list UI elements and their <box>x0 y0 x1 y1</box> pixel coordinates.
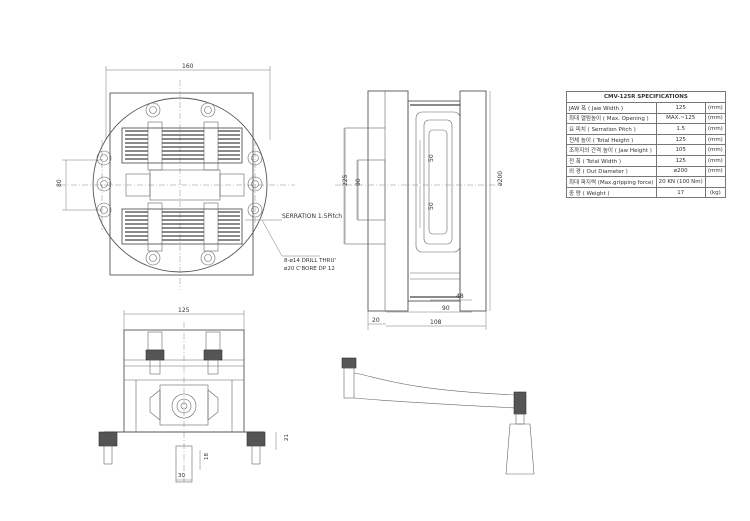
spec-row: 요 피치 ( Serration Pitch )1.5(mm) <box>566 123 726 135</box>
spec-row: 외 경 ( Out Diameter )ø200(mm) <box>566 165 726 178</box>
spec-row: 조까지의 간격 높이 ( Jaw Height )105(mm) <box>566 144 726 156</box>
spec-unit: (mm) <box>704 123 726 135</box>
spec-unit: (mm) <box>704 133 726 146</box>
spec-label: 외 경 ( Out Diameter ) <box>566 165 657 178</box>
spec-value: ø200 <box>655 165 706 178</box>
front-30-dim: 30 <box>178 473 185 479</box>
side-90-dim: 90 <box>355 178 362 186</box>
spec-value: MAX.~125 <box>655 112 706 125</box>
spec-row: 최대 열림높이 ( Max. Opening )MAX.~125(mm) <box>566 112 726 125</box>
side-50-dim: 50 <box>428 154 435 162</box>
front-21-dim: 21 <box>284 434 290 441</box>
spec-label: 최대 파지력 (Max.gripping force) <box>566 176 657 188</box>
spec-unit: (kg) <box>704 186 726 199</box>
spec-unit: (mm) <box>704 102 726 114</box>
spec-label: JAW 폭 ( Jaw Width ) <box>566 102 657 114</box>
front-width-dim: 125 <box>178 307 190 314</box>
spec-table-header: CMV-125R SPECIFICATIONS <box>566 91 726 103</box>
side-20-dim: 20 <box>372 317 380 324</box>
spec-label: 전체 높이 ( Total Height ) <box>566 133 657 146</box>
spec-unit: (mm) <box>704 165 726 178</box>
spec-value: 17 <box>655 186 706 199</box>
spec-unit <box>704 176 726 188</box>
crank-handle <box>341 357 535 475</box>
side-48-dim: 48 <box>456 293 464 300</box>
spec-value: 1.5 <box>655 123 706 135</box>
top-pitch-dim: 80 <box>56 179 63 187</box>
spec-row: JAW 폭 ( Jaw Width )125(mm) <box>566 102 726 114</box>
drill-note-line1: 8-ø14 DRILL THRU' <box>284 258 336 264</box>
front-18-dim: 18 <box>204 453 210 460</box>
top-width-dim: 160 <box>182 63 194 70</box>
bolt-holes <box>96 102 263 266</box>
side-diameter-dim: ø200 <box>497 171 504 186</box>
spec-table: CMV-125R SPECIFICATIONS JAW 폭 ( Jaw Widt… <box>566 91 726 199</box>
spec-value: 125 <box>655 102 706 114</box>
side-height-dim: 225 <box>342 174 349 186</box>
top-view: 160 80 <box>56 63 342 290</box>
spec-value: 125 <box>655 133 706 146</box>
spec-row: 최대 파지력 (Max.gripping force)20 KN (100 Nm… <box>566 176 726 188</box>
spec-value: 125 <box>655 154 706 167</box>
serration-note: SERRATION 1.5Pitch <box>282 213 342 220</box>
spec-unit: (mm) <box>704 144 726 156</box>
side-90b-dim: 90 <box>442 305 450 312</box>
spec-value: 20 KN (100 Nm) <box>655 176 706 188</box>
spec-unit: (mm) <box>704 112 726 125</box>
spec-row: 중 량 ( Weight )17(kg) <box>566 186 726 199</box>
spec-label: 요 피치 ( Serration Pitch ) <box>566 123 657 135</box>
side-view: 225 90 50 50 ø200 48 90 20 108 <box>335 90 504 330</box>
lower-jaw <box>121 202 243 252</box>
upper-jaw <box>121 121 243 171</box>
spec-table-title: CMV-125R SPECIFICATIONS <box>566 91 726 103</box>
spec-row: 전 폭 ( Total Width )125(mm) <box>566 154 726 167</box>
spec-label: 최대 열림높이 ( Max. Opening ) <box>566 112 657 125</box>
spec-value: 105 <box>655 144 706 156</box>
spec-label: 중 량 ( Weight ) <box>566 186 657 199</box>
base-plate <box>109 92 254 276</box>
spec-unit: (mm) <box>704 154 726 167</box>
side-108-dim: 108 <box>430 319 442 326</box>
spec-row: 전체 높이 ( Total Height )125(mm) <box>566 133 726 146</box>
drill-note-line2: ø20 C'BORE DP 12 <box>284 266 335 272</box>
front-view: 125 21 18 30 <box>98 307 290 483</box>
spec-label: 전 폭 ( Total Width ) <box>566 154 657 167</box>
side-50b-dim: 50 <box>428 202 435 210</box>
spec-label: 조까지의 간격 높이 ( Jaw Height ) <box>566 144 657 156</box>
